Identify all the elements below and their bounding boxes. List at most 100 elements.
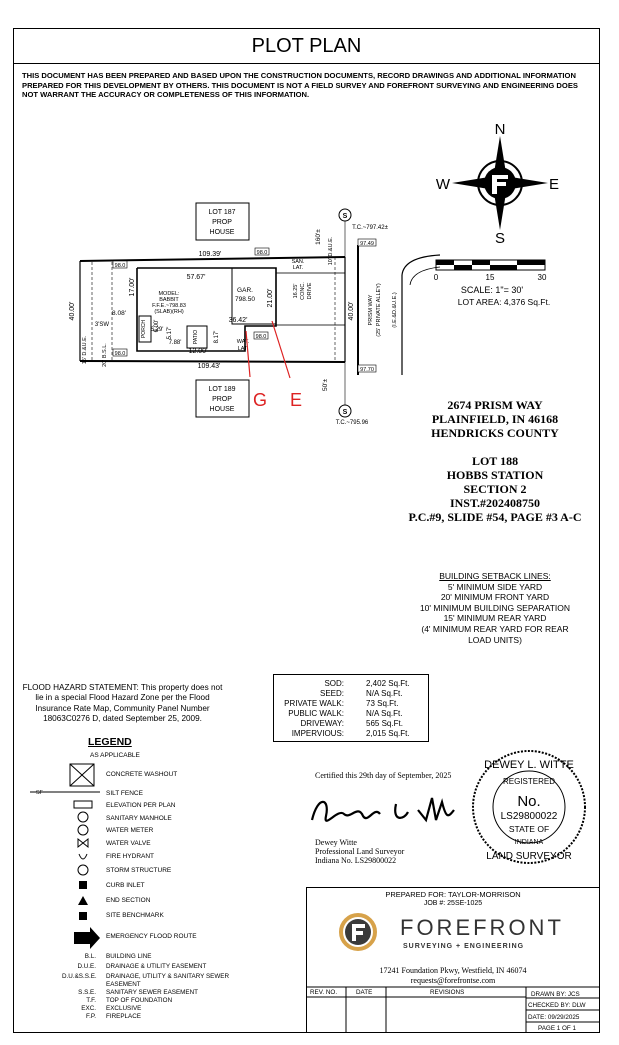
- svg-text:MODEL:: MODEL:: [158, 291, 180, 297]
- svg-text:109.39': 109.39': [199, 251, 222, 258]
- svg-text:40.00': 40.00': [69, 302, 76, 321]
- svg-text:WAT.: WAT.: [237, 339, 250, 345]
- scale-bar: 0 15 30 SCALE: 1"= 30' LOT AREA: 4,376 S…: [434, 259, 550, 307]
- title-block: [306, 887, 600, 1033]
- area-table: SOD:2,402 Sq.Ft. SEED:N/A Sq.Ft. PRIVATE…: [273, 674, 429, 742]
- svg-text:(SLAB)(RH): (SLAB)(RH): [154, 309, 184, 315]
- elevation-icon: [73, 800, 93, 809]
- svg-text:17.00': 17.00': [129, 278, 136, 297]
- svg-text:12.00': 12.00': [189, 348, 208, 355]
- svg-text:PROP: PROP: [212, 396, 232, 403]
- svg-text:8.17': 8.17': [214, 331, 220, 344]
- svg-text:98.0: 98.0: [257, 250, 268, 256]
- svg-text:BABBIT: BABBIT: [159, 297, 179, 303]
- svg-text:T.C.~797.42±: T.C.~797.42±: [352, 225, 389, 231]
- svg-text:30: 30: [538, 273, 547, 282]
- svg-text:16.25': 16.25': [293, 284, 299, 299]
- svg-text:40.00': 40.00': [348, 302, 355, 321]
- svg-text:HOUSE: HOUSE: [210, 229, 235, 236]
- surveyor-seal: DEWEY L. WITTE REGISTERED No. LS29800022…: [472, 750, 586, 864]
- svg-text:SAN.: SAN.: [292, 259, 305, 265]
- svg-text:LAT.: LAT.: [238, 346, 249, 352]
- svg-text:36.42': 36.42': [229, 317, 248, 324]
- page-number: PAGE 1 OF 1: [538, 1025, 577, 1032]
- property-address: 2674 PRISM WAY PLAINFIELD, IN 46168 HEND…: [431, 398, 559, 440]
- company-address: 17241 Foundation Pkwy, Westfield, IN 460…: [379, 966, 527, 975]
- company-email: requests@forefrontse.com: [410, 976, 496, 985]
- compass-n: N: [495, 121, 506, 138]
- svg-text:7.88': 7.88': [169, 340, 182, 346]
- svg-text:98.0: 98.0: [115, 351, 126, 357]
- water-meter-icon: [77, 824, 89, 836]
- storm-structure-icon: [77, 864, 89, 876]
- svg-text:15: 15: [486, 273, 495, 282]
- certification-date: Certified this 29th day of September, 20…: [315, 771, 452, 780]
- compass-e: E: [549, 176, 559, 193]
- surveyor-name: Dewey Witte: [315, 838, 357, 847]
- svg-text:LS29800022: LS29800022: [501, 811, 558, 822]
- sheet-date: DATE: 09/29/2025: [528, 1014, 580, 1021]
- svg-text:PATIO: PATIO: [193, 330, 199, 344]
- svg-text:REGISTERED: REGISTERED: [503, 777, 555, 786]
- svg-text:PROP: PROP: [212, 219, 232, 226]
- flood-route-icon: [74, 927, 100, 949]
- svg-text:97.49: 97.49: [360, 241, 374, 247]
- disclaimer-text: THIS DOCUMENT HAS BEEN PREPARED AND BASE…: [22, 71, 578, 100]
- svg-text:97.70: 97.70: [360, 367, 374, 373]
- north-arrow-compass-icon: N S W E: [436, 121, 559, 247]
- company-tagline: SURVEYING + ENGINEERING: [403, 943, 525, 950]
- svg-text:5.17': 5.17': [167, 327, 173, 340]
- legend-subtitle: AS APPLICABLE: [90, 752, 140, 759]
- signature-image: [310, 797, 455, 823]
- svg-text:109.43': 109.43': [198, 363, 221, 370]
- page-title: PLOT PLAN: [13, 28, 600, 64]
- svg-text:STATE OF: STATE OF: [509, 824, 549, 834]
- checked-by: CHECKED BY: DLW: [528, 1002, 586, 1009]
- svg-text:DEWEY L. WITTE: DEWEY L. WITTE: [484, 759, 574, 771]
- scale-text: SCALE: 1"= 30': [461, 285, 523, 295]
- prepared-for: PREPARED FOR: TAYLOR-MORRISON: [385, 890, 521, 899]
- svg-text:DRIVE: DRIVE: [307, 282, 313, 299]
- svg-text:INDIANA: INDIANA: [515, 839, 544, 846]
- svg-text:S: S: [343, 409, 348, 416]
- curb-inlet-icon: [79, 881, 87, 889]
- svg-text:98.0: 98.0: [256, 334, 267, 340]
- site-benchmark-icon: [79, 912, 87, 920]
- handwritten-e: E: [290, 390, 302, 410]
- end-section-icon: [78, 896, 88, 905]
- svg-text:57.67': 57.67': [187, 274, 206, 281]
- surveyor-license: Indiana No. LS29800022: [315, 856, 397, 865]
- svg-text:10' D.&U.E.: 10' D.&U.E.: [328, 236, 334, 265]
- svg-text:15' D.&U.E.: 15' D.&U.E.: [82, 335, 88, 364]
- svg-text:(25' PRIVATE ALLEY): (25' PRIVATE ALLEY): [376, 283, 382, 337]
- svg-text:0: 0: [434, 273, 439, 282]
- flood-hazard-statement: FLOOD HAZARD STATEMENT: This property do…: [22, 683, 223, 724]
- svg-text:LAT.: LAT.: [293, 265, 304, 271]
- lot-area: LOT AREA: 4,376 Sq.Ft.: [458, 297, 550, 307]
- svg-text:S: S: [343, 213, 348, 220]
- forefront-logo-icon: [339, 913, 377, 951]
- svg-text:LAND SURVEYOR: LAND SURVEYOR: [486, 851, 571, 862]
- svg-text:50'±: 50'±: [322, 379, 329, 391]
- svg-text:21.00': 21.00': [267, 289, 274, 308]
- svg-text:160'±: 160'±: [315, 229, 322, 245]
- svg-text:HOUSE: HOUSE: [210, 406, 235, 413]
- plot-drawing: LOT 187 PROP HOUSE LOT 189 PROP HOUSE 98…: [69, 202, 440, 426]
- surveyor-title: Professional Land Surveyor: [315, 847, 405, 856]
- svg-text:PORCH: PORCH: [141, 320, 147, 338]
- company-name: FOREFRONT: [400, 915, 564, 940]
- svg-text:(I.E.&D.&U.E.): (I.E.&D.&U.E.): [392, 292, 398, 328]
- compass-w: W: [436, 176, 451, 193]
- revision-table-lines: [306, 986, 600, 1033]
- svg-text:No.: No.: [517, 793, 540, 810]
- svg-text:GAR.: GAR.: [237, 287, 253, 294]
- handwritten-g: G: [253, 390, 267, 410]
- svg-text:T.C.~795.96: T.C.~795.96: [336, 420, 369, 426]
- job-number: JOB #: 25SE-1025: [423, 900, 483, 907]
- svg-text:798.50: 798.50: [235, 296, 255, 303]
- fire-hydrant-icon: [78, 853, 88, 860]
- legend-title: LEGEND: [88, 736, 132, 748]
- svg-text:20' B.S.L.: 20' B.S.L.: [102, 343, 108, 367]
- building-setback-lines: BUILDING SETBACK LINES: 5' MINIMUM SIDE …: [419, 571, 571, 645]
- lot-info: LOT 188 HOBBS STATION SECTION 2 INST.#20…: [408, 454, 582, 524]
